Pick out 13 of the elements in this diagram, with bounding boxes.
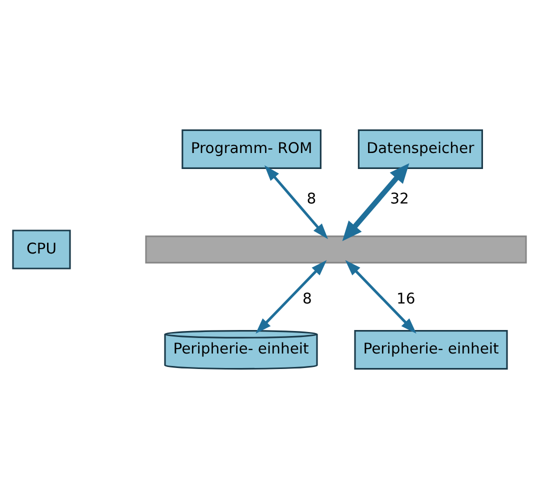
node-box: Datenspeicher bbox=[358, 128, 483, 169]
edge-label: 32 bbox=[390, 190, 409, 207]
node-box: CPU bbox=[12, 229, 71, 269]
arrow bbox=[264, 164, 328, 239]
arrow bbox=[342, 162, 410, 241]
node-box: Peripherie- einheit bbox=[354, 329, 508, 370]
node-box: Programm- ROM bbox=[182, 128, 322, 169]
arrow bbox=[256, 260, 327, 334]
node-bar bbox=[145, 235, 527, 263]
edge-label: 8 bbox=[306, 190, 316, 207]
edge-label: 8 bbox=[302, 290, 312, 308]
arrow bbox=[345, 260, 416, 334]
edge-label: 16 bbox=[396, 290, 416, 308]
